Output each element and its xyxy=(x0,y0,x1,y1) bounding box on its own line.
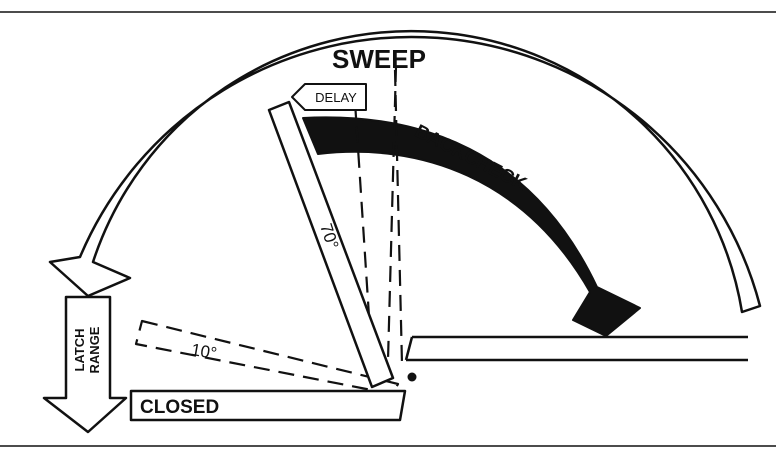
delay-label: DELAY xyxy=(315,90,357,105)
svg-text:LATCH: LATCH xyxy=(72,328,87,371)
closed-label: CLOSED xyxy=(140,397,219,418)
delay-arrow xyxy=(291,83,367,111)
hinge-pivot xyxy=(407,372,417,382)
svg-text:RANGE: RANGE xyxy=(87,326,102,373)
latch-range-label: LATCH RANGE xyxy=(72,326,102,373)
closed-door xyxy=(129,389,407,422)
sweep-label: SWEEP xyxy=(332,44,426,74)
latch-range-arrow xyxy=(42,295,128,434)
angle-10-label: 10° xyxy=(190,340,219,363)
sweep-arrow xyxy=(48,29,762,314)
door-open-panel xyxy=(404,335,748,362)
door-70deg xyxy=(267,100,395,389)
